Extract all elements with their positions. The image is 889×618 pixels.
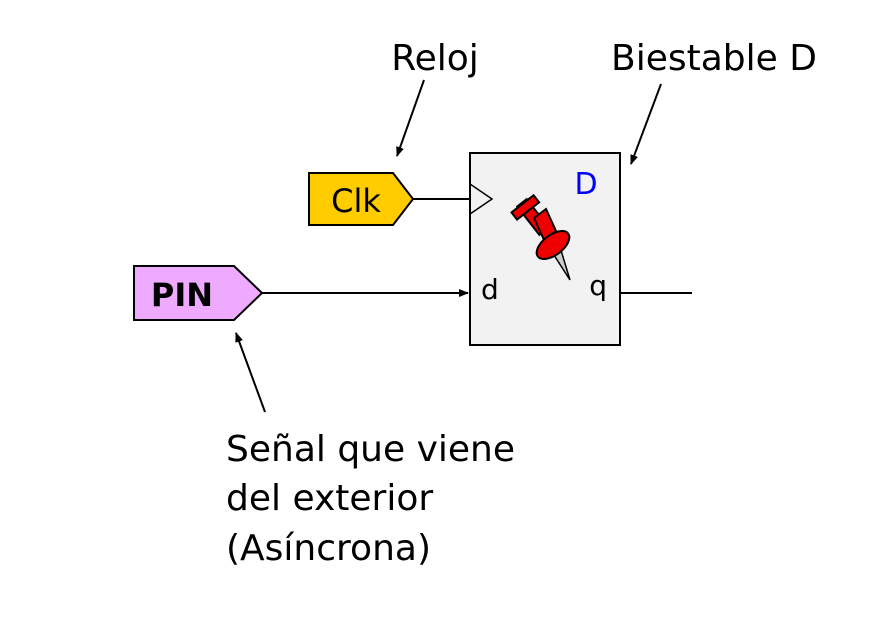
flipflop-input-d: d: [481, 273, 499, 306]
note-line-1: Señal que viene: [226, 429, 515, 470]
clock-caption: Reloj: [391, 38, 479, 79]
clock-caption-arrow: [396, 79, 425, 157]
clk-tag: [308, 172, 415, 226]
note-line-2: del exterior: [226, 478, 433, 519]
clock-input-triangle: [469, 183, 494, 215]
flipflop-title: D: [574, 167, 597, 202]
pushpin-icon: [510, 193, 571, 281]
flipflop-caption-arrow: [630, 83, 662, 165]
pin-tag-label: PIN: [151, 276, 213, 314]
flipflop-output-q: q: [589, 269, 607, 302]
note-arrow: [235, 332, 266, 413]
flipflop-caption: Biestable D: [611, 38, 817, 79]
pin-tag: [133, 265, 264, 321]
note-line-3: (Asíncrona): [226, 528, 431, 569]
clk-tag-label: Clk: [331, 182, 381, 220]
